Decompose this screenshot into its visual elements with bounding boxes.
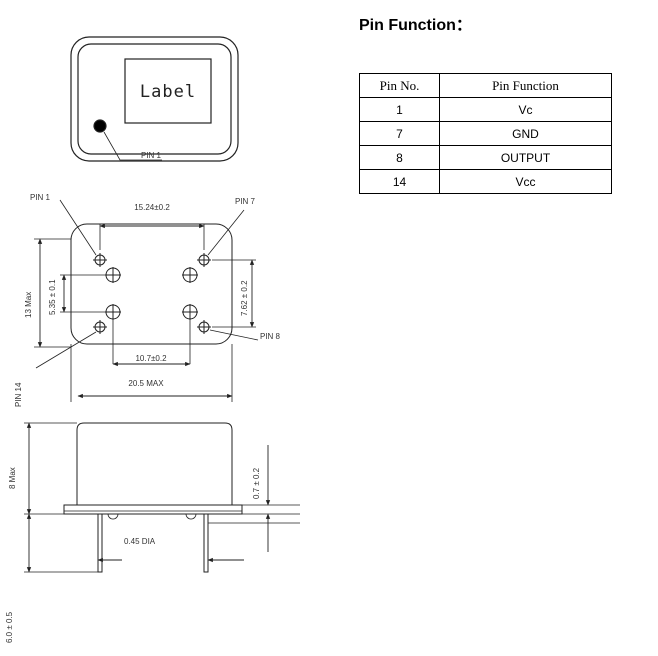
dim-8-max: 8 Max	[8, 467, 17, 489]
side-flange	[63, 504, 243, 515]
dim-10-7: 10.7±0.2	[135, 354, 167, 363]
footprint-view	[34, 199, 259, 402]
column-header-pin-function: Pin Function	[439, 73, 612, 98]
side-lead-right	[203, 513, 209, 573]
label-box	[124, 58, 212, 124]
top-view-pin1-label: PIN 1	[141, 151, 162, 160]
side-view	[24, 422, 300, 573]
column-header-pin-no: Pin No.	[359, 73, 440, 98]
pin-number-cell: 14	[359, 169, 440, 194]
dim-7-62: 7.62 ± 0.2	[240, 280, 249, 316]
pin-function-cell: OUTPUT	[439, 145, 612, 170]
pin-number-cell: 8	[359, 145, 440, 170]
pin-function-cell: GND	[439, 121, 612, 146]
pin1-leader	[103, 131, 162, 161]
pin-function-cell: Vc	[439, 97, 612, 122]
dim-13-max: 13 Max	[24, 292, 33, 318]
side-body	[76, 422, 233, 505]
pin-hole-icons	[93, 253, 211, 334]
table-header-row: Pin No. Pin Function	[359, 73, 612, 98]
side-lead-left	[97, 513, 103, 573]
dim-5-35: 5.35 ± 0.1	[48, 279, 57, 315]
pin-number-cell: 1	[359, 97, 440, 122]
dim-0-45-dia: 0.45 DIA	[124, 537, 156, 546]
footprint-pin7-label: PIN 7	[235, 197, 256, 206]
dim-6-0: 6.0 ± 0.5	[5, 611, 14, 643]
top-view	[70, 36, 239, 162]
pin-function-cell: Vcc	[439, 169, 612, 194]
footprint-pin14-label: PIN 14	[14, 382, 23, 407]
footprint-pin1-label: PIN 1	[30, 193, 51, 202]
table-row: 8 OUTPUT	[359, 145, 612, 170]
pin1-dot-icon	[93, 119, 107, 133]
package-inner-outline	[77, 43, 232, 155]
table-row: 7 GND	[359, 121, 612, 146]
package-outer-outline	[70, 36, 239, 162]
dim-20-5-max: 20.5 MAX	[128, 379, 164, 388]
dim-0-7: 0.7 ± 0.2	[252, 467, 261, 499]
pin-function-table: Pin No. Pin Function 1 Vc 7 GND 8 OUTPUT…	[359, 73, 612, 194]
label-text: Label	[140, 82, 196, 102]
pin-number-cell: 7	[359, 121, 440, 146]
footprint-pin8-label: PIN 8	[260, 332, 281, 341]
table-row: 1 Vc	[359, 97, 612, 122]
pin-function-title: Pin Function：	[359, 17, 472, 34]
table-row: 14 Vcc	[359, 169, 612, 194]
dim-pitch-horizontal: 15.24±0.2	[134, 203, 170, 212]
